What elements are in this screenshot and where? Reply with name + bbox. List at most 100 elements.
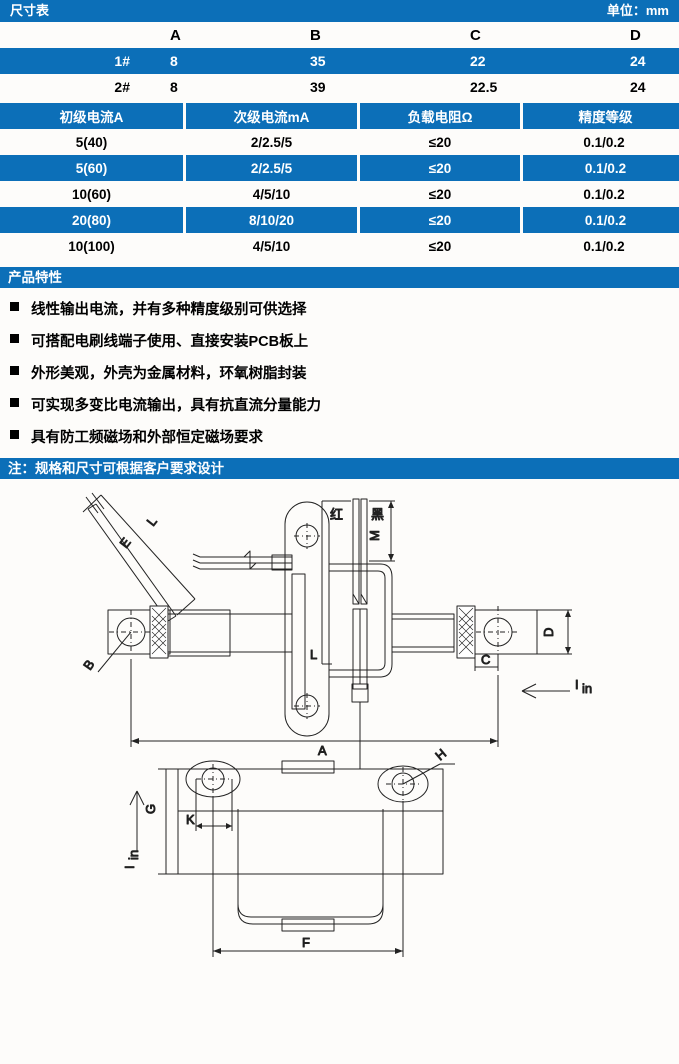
current-direction-arrow-bottom xyxy=(129,790,145,851)
label-G: G xyxy=(143,804,158,814)
table-row: 10(100) 4/5/10 ≤20 0.1/0.2 xyxy=(0,233,679,259)
cell-secondary: 2/2.5/5 xyxy=(186,155,360,181)
features-list: 线性输出电流，并有多种精度级别可供选择 可搭配电刷线端子使用、直接安装PCB板上… xyxy=(0,298,679,447)
note-bar: 注：规格和尺寸可根据客户要求设计 xyxy=(0,458,679,479)
label-L-bottom: L xyxy=(310,647,317,662)
square-bullet-icon xyxy=(10,430,19,439)
spec-header-row: 初级电流A 次级电流mA 负载电阻Ω 精度等级 xyxy=(0,103,679,129)
list-item: 可实现多变比电流输出，具有抗直流分量能力 xyxy=(0,394,679,415)
table-row: 5(40) 2/2.5/5 ≤20 0.1/0.2 xyxy=(0,129,679,155)
table-row: 10(60) 4/5/10 ≤20 0.1/0.2 xyxy=(0,181,679,207)
label-Iin-bottom: I xyxy=(122,865,137,869)
list-item: 线性输出电流，并有多种精度级别可供选择 xyxy=(0,298,679,319)
square-bullet-icon xyxy=(10,334,19,343)
dimension-table-unit: 单位：mm xyxy=(606,3,669,18)
col-head-blank xyxy=(0,22,142,48)
table-row: 2# 8 39 22.5 24 xyxy=(0,74,679,100)
output-wires xyxy=(192,550,293,571)
right-terminal-block xyxy=(474,609,538,655)
table-row: 5(60) 2/2.5/5 ≤20 0.1/0.2 xyxy=(0,155,679,181)
label-F: F xyxy=(302,935,310,950)
feature-text: 线性输出电流，并有多种精度级别可供选择 xyxy=(31,302,307,318)
label-wire-black: 黑 xyxy=(371,507,384,522)
label-M: M xyxy=(367,530,382,541)
col-head-a: A xyxy=(142,22,280,48)
cell-d: 24 xyxy=(600,48,679,74)
technical-drawings: E L B xyxy=(0,479,679,999)
feature-text: 可搭配电刷线端子使用、直接安装PCB板上 xyxy=(31,334,309,350)
barrel-mid xyxy=(229,613,293,653)
label-Iin-bottom-sub: in xyxy=(126,850,141,860)
right-knurl xyxy=(456,605,476,659)
cell-model: 1# xyxy=(0,48,142,74)
left-knurl xyxy=(149,605,169,659)
table-row: 20(80) 8/10/20 ≤20 0.1/0.2 xyxy=(0,207,679,233)
feature-text: 可实现多变比电流输出，具有抗直流分量能力 xyxy=(31,398,321,414)
table-header-row: A B C D xyxy=(0,22,679,48)
label-Iin: I xyxy=(575,677,579,692)
feature-text: 外形美观，外壳为金属材料，环氧树脂封装 xyxy=(31,366,307,382)
label-D: D xyxy=(541,628,556,637)
label-L: L xyxy=(144,514,160,529)
col-head-accuracy-class: 精度等级 xyxy=(523,103,679,129)
cell-a: 8 xyxy=(142,48,280,74)
drawing-svg: E L B xyxy=(80,492,593,957)
cell-secondary: 4/5/10 xyxy=(186,233,360,259)
dimension-table-header: 尺寸表 单位：mm xyxy=(0,0,679,22)
cell-c: 22 xyxy=(440,48,600,74)
bottom-u-channel xyxy=(237,809,384,925)
label-Iin-sub: in xyxy=(582,681,592,696)
cell-model: 2# xyxy=(0,74,142,100)
label-E: E xyxy=(117,535,134,551)
angled-lead xyxy=(82,492,196,622)
dimension-table-title: 尺寸表 xyxy=(10,3,50,18)
cell-accuracy: 0.1/0.2 xyxy=(523,155,679,181)
cell-secondary: 8/10/20 xyxy=(186,207,360,233)
flange-plate xyxy=(291,573,306,710)
square-bullet-icon xyxy=(10,366,19,375)
flange-outline xyxy=(284,501,330,737)
list-item: 具有防工频磁场和外部恒定磁场要求 xyxy=(0,426,679,447)
label-A: A xyxy=(318,743,327,758)
cell-primary: 10(100) xyxy=(0,233,186,259)
cell-load: ≤20 xyxy=(360,233,523,259)
knurl-hatch-left xyxy=(151,607,167,655)
feature-text: 具有防工频磁场和外部恒定磁场要求 xyxy=(31,430,263,446)
list-item: 可搭配电刷线端子使用、直接安装PCB板上 xyxy=(0,330,679,351)
cell-load: ≤20 xyxy=(360,181,523,207)
square-bullet-icon xyxy=(10,302,19,311)
tab-bottom xyxy=(281,918,335,932)
cell-load: ≤20 xyxy=(360,129,523,155)
cell-primary: 5(60) xyxy=(0,155,186,181)
features-section-header: 产品特性 xyxy=(0,267,679,288)
col-head-load-resistance: 负载电阻Ω xyxy=(360,103,523,129)
cell-load: ≤20 xyxy=(360,207,523,233)
cell-b: 35 xyxy=(280,48,440,74)
cell-d: 24 xyxy=(600,74,679,100)
cell-primary: 5(40) xyxy=(0,129,186,155)
label-H: H xyxy=(432,746,449,764)
cell-a: 8 xyxy=(142,74,280,100)
label-wire-red: 红 xyxy=(330,507,343,522)
cell-b: 39 xyxy=(280,74,440,100)
bottom-u-channel-inner xyxy=(237,809,384,918)
left-terminal-block xyxy=(107,609,171,655)
list-item: 外形美观，外壳为金属材料，环氧树脂封装 xyxy=(0,362,679,383)
cell-accuracy: 0.1/0.2 xyxy=(523,181,679,207)
cell-primary: 10(60) xyxy=(0,181,186,207)
bottom-wires xyxy=(351,498,369,769)
col-head-primary-current: 初级电流A xyxy=(0,103,186,129)
spec-table: 初级电流A 次级电流mA 负载电阻Ω 精度等级 5(40) 2/2.5/5 ≤2… xyxy=(0,103,679,259)
cell-accuracy: 0.1/0.2 xyxy=(523,233,679,259)
table-row: 1# 8 35 22 24 xyxy=(0,48,679,74)
dimension-table: A B C D 1# 8 35 22 24 2# 8 39 22.5 24 xyxy=(0,22,679,100)
label-B: B xyxy=(80,657,97,673)
cell-accuracy: 0.1/0.2 xyxy=(523,129,679,155)
barrel-right xyxy=(391,613,455,653)
cell-secondary: 4/5/10 xyxy=(186,181,360,207)
label-C: C xyxy=(481,652,490,667)
knurl-hatch-right xyxy=(458,607,474,655)
cell-primary: 20(80) xyxy=(0,207,186,233)
cell-accuracy: 0.1/0.2 xyxy=(523,207,679,233)
